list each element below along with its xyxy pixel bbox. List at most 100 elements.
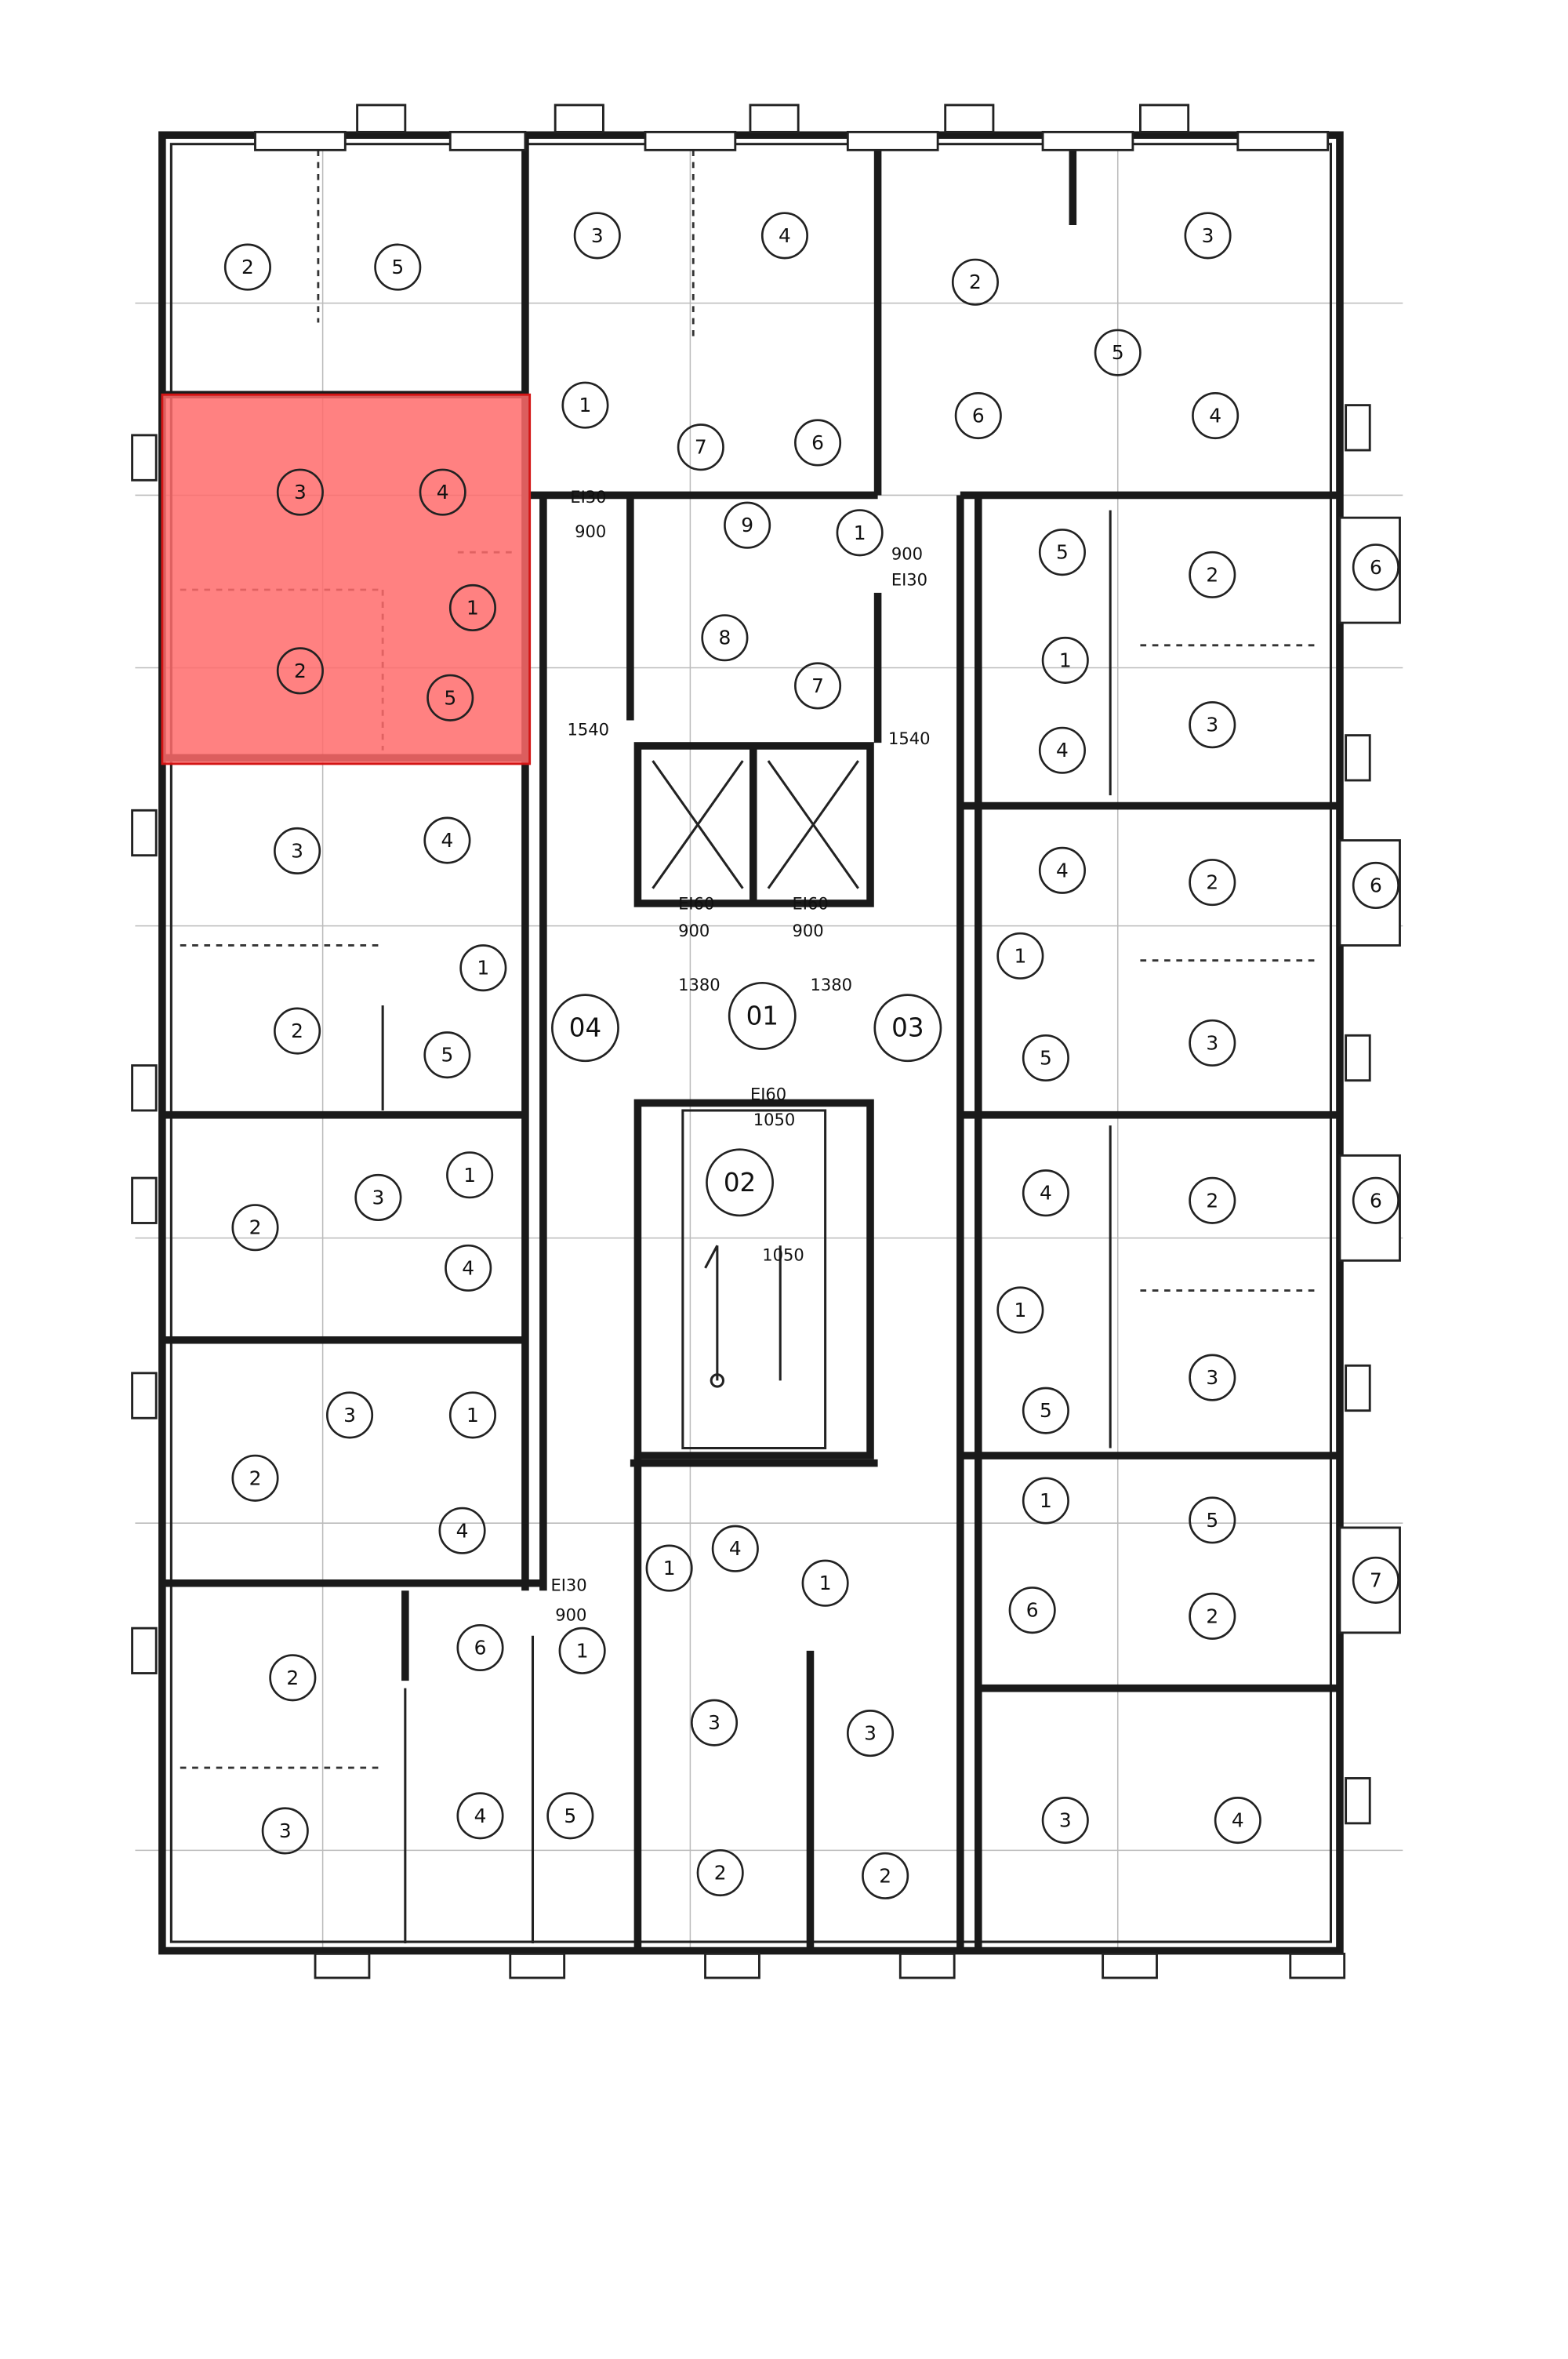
apartment-room-marker: 5 <box>426 674 474 722</box>
apartment-room-marker: 5 <box>1022 1034 1069 1082</box>
room-number-circle <box>1189 1592 1236 1640</box>
room-number-circle <box>438 1507 486 1554</box>
room-number: 6 <box>474 1637 487 1659</box>
apartment-room-marker: 3 <box>1184 212 1232 260</box>
apartment-room-marker: 3 <box>1189 1354 1236 1401</box>
room-number-circle <box>1189 1019 1236 1067</box>
room-number-circle <box>711 1525 759 1572</box>
dimension-label: 1380 <box>678 975 720 994</box>
room-number: 2 <box>1206 1189 1218 1212</box>
dimension-label: 900 <box>555 1605 586 1625</box>
room-number-circle <box>1184 212 1232 260</box>
room-number-circle <box>951 258 1000 306</box>
apartment-room-marker: 4 <box>1022 1169 1069 1217</box>
room-number: 3 <box>1206 1031 1218 1054</box>
room-number-circle <box>231 1204 279 1252</box>
room-number: 9 <box>741 514 753 536</box>
room-number-circle <box>677 423 724 471</box>
dimension-label: EI60 <box>678 894 714 914</box>
room-number-circle <box>1214 1797 1261 1845</box>
room-number: 3 <box>279 1819 292 1842</box>
apartment-room-marker: 2 <box>862 1852 909 1899</box>
room-number-circle <box>996 932 1044 980</box>
dimension-label: 1380 <box>810 975 852 994</box>
room-number-circle <box>728 981 797 1050</box>
elevators <box>652 760 859 889</box>
apartment-room-marker: 2 <box>1189 859 1236 907</box>
apartment-room-marker: 3 <box>846 1710 895 1757</box>
room-number-circle <box>448 583 496 632</box>
apartment-room-marker: 7 <box>677 423 724 471</box>
room-number: 1 <box>819 1572 832 1594</box>
room-number: 04 <box>569 1013 601 1043</box>
room-number: 4 <box>729 1537 742 1560</box>
apartment-room-marker: 4 <box>445 1244 492 1292</box>
apartment-room-marker: 2 <box>269 1654 317 1702</box>
room-number: 1 <box>466 596 479 619</box>
apartment-room-marker: 4 <box>1214 1797 1261 1845</box>
room-number: 1 <box>466 1404 479 1427</box>
internal-partitions <box>180 150 1321 1943</box>
room-number: 1 <box>854 522 866 544</box>
room-number-circle <box>996 1286 1044 1334</box>
room-number-circle <box>696 1848 744 1897</box>
apartment-room-marker: 1 <box>448 583 496 632</box>
apartment-room-marker: 2 <box>231 1204 279 1252</box>
apartment-room-marker: 1 <box>561 381 609 429</box>
apartment-room-marker: 4 <box>760 212 808 260</box>
room-number-circle <box>558 1627 606 1674</box>
room-number: 3 <box>591 224 604 247</box>
room-number-circle <box>445 1244 492 1292</box>
room-number: 3 <box>1206 1366 1218 1389</box>
room-number: 1 <box>463 1164 476 1187</box>
apartment-room-marker: 4 <box>1192 391 1240 440</box>
room-number-circle <box>701 614 749 662</box>
room-number-circle <box>1352 861 1399 909</box>
room-number: 5 <box>1112 341 1124 364</box>
room-number-circle <box>690 1699 739 1747</box>
apartment-room-marker: 7 <box>794 662 842 710</box>
room-number: 7 <box>811 674 824 697</box>
room-number-circle <box>446 1151 494 1199</box>
room-number-circle <box>326 1391 374 1439</box>
apartment-room-marker: 3 <box>354 1173 402 1222</box>
room-number: 3 <box>1206 714 1218 736</box>
apartment-room-marker: 6 <box>456 1623 504 1672</box>
room-number: 3 <box>372 1186 384 1209</box>
dimension-label: 1050 <box>762 1245 804 1264</box>
room-number-circle <box>573 212 621 260</box>
room-number-circle <box>1041 636 1089 684</box>
apartment-room-marker: 3 <box>261 1807 309 1855</box>
room-number: 2 <box>714 1862 727 1885</box>
room-number-circle <box>1022 1169 1069 1217</box>
highlighted-apartment[interactable] <box>161 393 532 765</box>
apartment-room-marker: 3 <box>1189 1019 1236 1067</box>
apartment-room-marker: 4 <box>1038 726 1086 774</box>
room-number-circle <box>231 1454 279 1502</box>
room-number: 1 <box>576 1639 589 1662</box>
apartment-room-marker: 1 <box>1041 636 1089 684</box>
apartment-room-marker: 3 <box>1041 1797 1089 1845</box>
room-number: 2 <box>1206 871 1218 894</box>
dimension-label: 900 <box>678 921 710 940</box>
room-number: 5 <box>564 1805 576 1827</box>
room-number: 4 <box>456 1519 469 1542</box>
room-number: 5 <box>1206 1509 1218 1532</box>
room-number: 01 <box>746 1001 779 1030</box>
apartment-room-marker: 1 <box>645 1544 693 1592</box>
room-number-circle <box>1352 1176 1399 1224</box>
room-number: 5 <box>444 686 456 709</box>
room-number: 3 <box>291 839 303 862</box>
apartment-room-marker: 8 <box>701 614 749 662</box>
dimension-label: EI60 <box>793 894 829 914</box>
room-number: 4 <box>1040 1182 1052 1205</box>
room-number-circle <box>873 994 942 1063</box>
apartment-room-marker: 2 <box>223 243 271 291</box>
room-number: 3 <box>708 1711 720 1734</box>
room-number: 4 <box>1056 859 1069 881</box>
apartment-room-marker: 4 <box>419 468 466 516</box>
room-number: 03 <box>891 1013 924 1043</box>
room-number: 6 <box>811 431 824 454</box>
